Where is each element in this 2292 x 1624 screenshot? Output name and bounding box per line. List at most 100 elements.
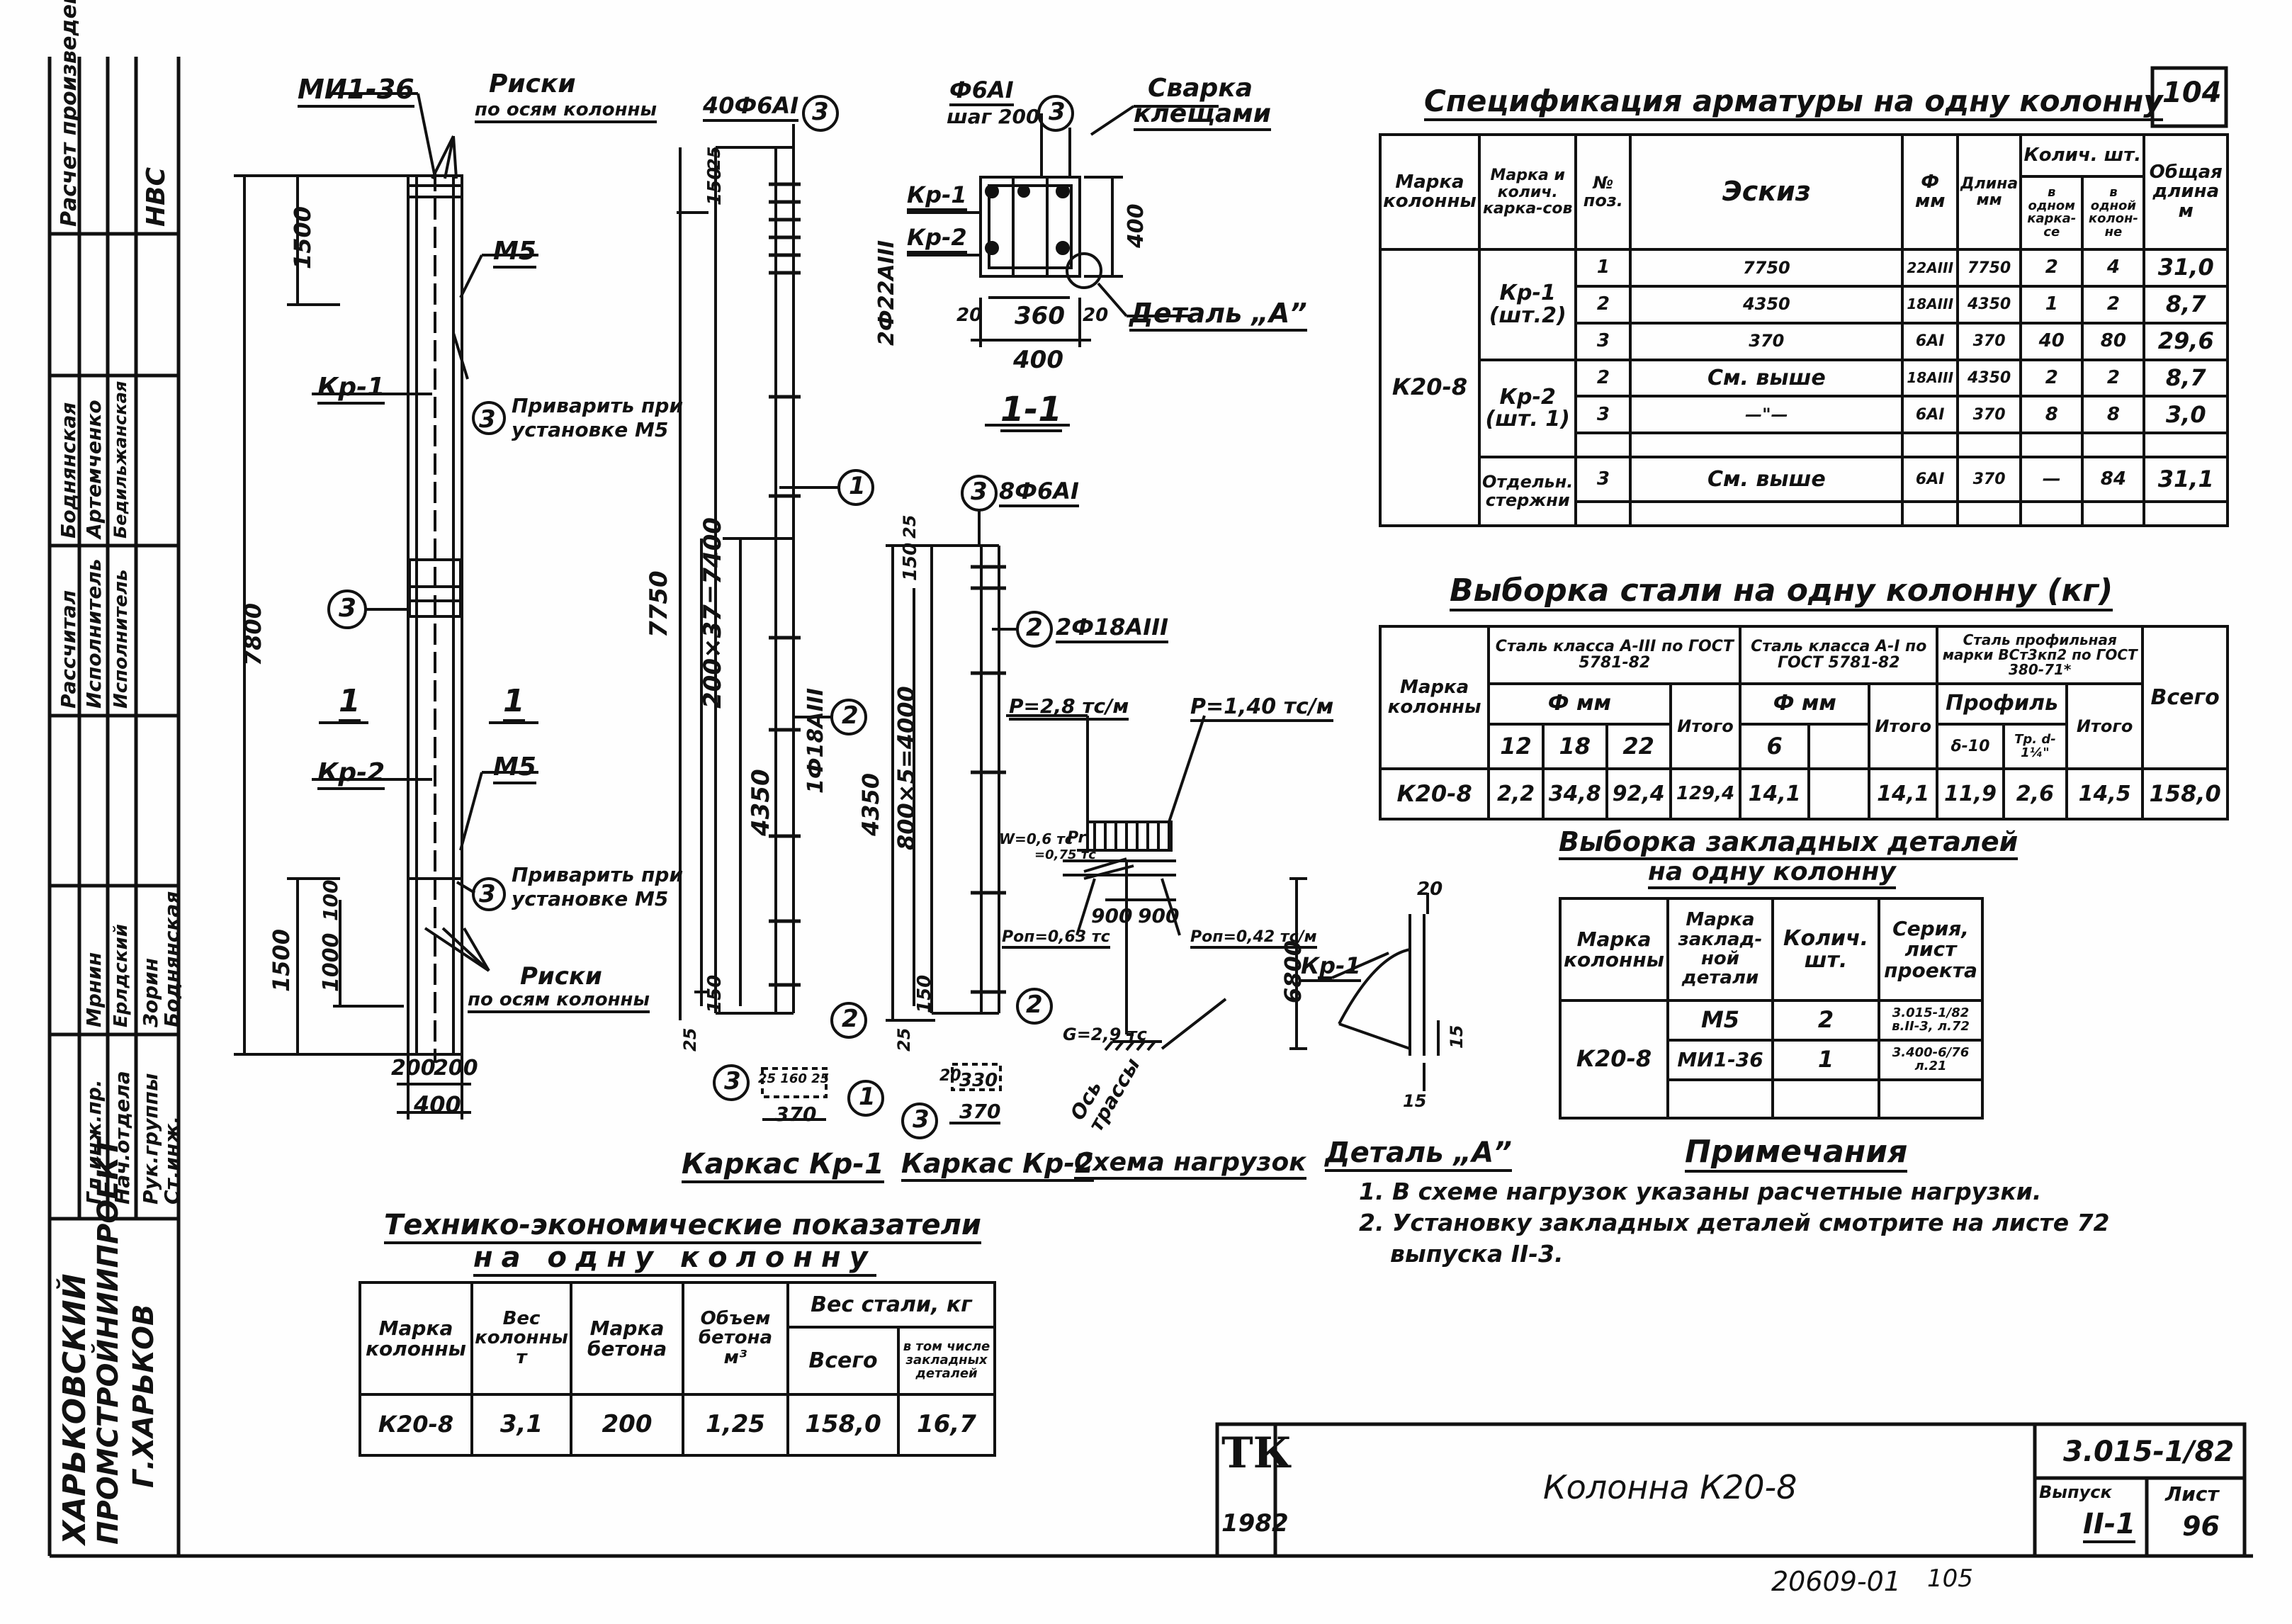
dim-1500-top: 1500 <box>289 205 316 269</box>
spec-r5-qc: 8 <box>2019 395 2084 435</box>
emb-h-qty: Колич. шт. <box>1771 897 1880 1002</box>
steel-row-itogo3: 14,5 <box>2065 767 2145 821</box>
spec-r5-tl: 3,0 <box>2143 395 2229 435</box>
spec-r2-qk: 2 <box>2081 285 2146 325</box>
kr2-sec-370: 370 <box>959 1100 1001 1123</box>
spec-h-pos: № поз. <box>1574 132 1632 252</box>
kr1-top-label: 40Ф6АI <box>703 92 799 122</box>
spec-r2-tl: 8,7 <box>2143 285 2229 325</box>
kr2-dim-25b: 25 <box>894 1027 914 1051</box>
spec-r6-pos: 3 <box>1574 456 1632 504</box>
pos3-mid: 3 <box>339 594 357 623</box>
sec-caption: 1-1 <box>1000 390 1062 432</box>
emb-h-mark: Марка колонны <box>1559 897 1669 1002</box>
steel-h-blank <box>1807 722 1871 771</box>
org-name-1: ХАРЬКОВСКИЙ <box>57 1273 93 1545</box>
name-bodnyanskaya: Боднянская <box>57 402 80 538</box>
tep-h-all: Всего <box>786 1326 900 1397</box>
kr2-sec-330: 330 <box>959 1070 998 1091</box>
note-2: 2. Установку закладных деталей смотрите … <box>1359 1209 2110 1236</box>
column-elevation <box>234 92 538 1120</box>
spec-r3-qk: 80 <box>2081 321 2146 361</box>
spec-r2-pos: 2 <box>1574 285 1632 325</box>
kr2-dim-800x5: 800×5=4000 <box>893 686 920 850</box>
name-bodnyanskaya-2: Боднянская <box>160 891 184 1027</box>
kr1-pos2-b: 2 <box>842 1005 859 1033</box>
spec-r1-qc: 2 <box>2019 248 2084 288</box>
spec-r4-pos: 2 <box>1574 358 1632 398</box>
sec-dim-400v: 400 <box>1124 203 1148 248</box>
spec-r2-dia: 18АIII <box>1901 285 1960 325</box>
riski-top: Риски <box>489 69 576 98</box>
cut-1a: 1 <box>339 683 361 722</box>
m5-top: М5 <box>493 237 536 269</box>
spec-r6-sketch: См. выше <box>1629 456 1904 504</box>
load-w1: W=0,6 тс <box>999 830 1073 847</box>
spec-empty-2 <box>1629 432 1904 459</box>
spec-r3-len: 370 <box>1956 321 2023 361</box>
spec-r1-tl: 31,0 <box>2143 248 2229 288</box>
spec-r3-qc: 40 <box>2019 321 2084 361</box>
kr2-top-label: 8Ф6АI <box>999 478 1079 507</box>
embedded-title-1: Выборка закладных деталей <box>1559 826 2019 860</box>
load-900b: 900 <box>1138 904 1180 927</box>
embedded-table: Марка колонны Марка заклад-ной детали Ко… <box>1559 897 1984 1120</box>
name-zorin: Зорин <box>139 957 162 1027</box>
kr1-pos1: 1 <box>849 472 866 500</box>
spec-empty-9 <box>1629 500 1904 527</box>
spec-r3-pos: 3 <box>1574 321 1632 361</box>
tep-title-1: Технико-экономические показатели <box>384 1209 981 1244</box>
steel-h-itogo1: Итого <box>1669 682 1742 771</box>
spec-r6-len: 370 <box>1956 456 2023 504</box>
kr1-bars-top: 2Ф22АIII <box>874 239 899 346</box>
spec-h-total: Общая длина м <box>2143 132 2229 252</box>
spec-r6-dia: 6АI <box>1901 456 1960 504</box>
kr2-dim-25t: 25 <box>900 514 920 538</box>
steel-h-itogo2: Итого <box>1868 682 1939 771</box>
spec-r4-qk: 2 <box>2081 358 2146 398</box>
kr1-bars-mid: 1Ф18АIII <box>803 687 828 794</box>
riski-bottom: Риски <box>520 962 602 991</box>
cage-kr1 <box>677 95 884 1121</box>
riski-top-desc: по осям колонны <box>475 99 657 123</box>
sec-kr1: Кр-1 <box>907 181 967 211</box>
detail-d15b: 15 <box>1403 1091 1427 1111</box>
dim-7800: 7800 <box>239 602 266 666</box>
role-head-dept: Нач.отдела <box>111 1071 134 1205</box>
emb-r2-detail: МИ1-36 <box>1666 1039 1774 1081</box>
load-p2: P=1,40 тс/м <box>1190 694 1334 722</box>
steel-row-p1: 11,9 <box>1936 767 2005 821</box>
tep-row-concrete: 200 <box>570 1393 684 1457</box>
steel-h-itogo3: Итого <box>2065 682 2145 771</box>
steel-h-profile: Профиль <box>1936 682 2068 726</box>
weld-note-top-2: установке М5 <box>512 418 669 441</box>
spec-cage-kr1: Кр-1 (шт.2) <box>1477 248 1578 361</box>
spec-r4-len: 4350 <box>1956 358 2023 398</box>
kr1-pos3: 3 <box>812 98 829 126</box>
sec-dim-360: 360 <box>1015 302 1065 330</box>
spec-r3-sketch: 370 <box>1629 321 1904 361</box>
sec-dim-400h: 400 <box>1013 346 1063 374</box>
spec-r1-sketch: 7750 <box>1629 248 1904 288</box>
spec-empty-11 <box>1956 500 2023 527</box>
tep-row-mark: К20-8 <box>359 1393 473 1457</box>
spec-r5-pos: 3 <box>1574 395 1632 435</box>
emb-empty-1 <box>1666 1078 1774 1120</box>
spec-r5-len: 370 <box>1956 395 2023 435</box>
load-p1: P=2,8 тс/м <box>1009 694 1129 721</box>
detail-d20: 20 <box>1417 879 1443 900</box>
spec-empty-3 <box>1901 432 1960 459</box>
pos3-bot: 3 <box>479 880 496 908</box>
tep-h-incl: в том числе закладных деталей <box>897 1326 996 1397</box>
spec-r6-qk: 84 <box>2081 456 2146 504</box>
tep-row-weight: 3,1 <box>470 1393 572 1457</box>
nvs-mark: НВС <box>142 167 171 227</box>
emb-r2-series: 3.400-6/76 л.21 <box>1878 1039 1984 1081</box>
steel-h-phimm: Ф мм <box>1487 682 1672 726</box>
emb-h-series: Серия, лист проекта <box>1878 897 1984 1002</box>
sheet-number-top: 104 <box>2162 77 2222 109</box>
logo-tk: ТК <box>1221 1428 1292 1478</box>
tep-h-steel: Вес стали, кг <box>786 1280 996 1329</box>
kr2-dim-4350: 4350 <box>857 772 884 836</box>
row-calculated: Рассчитал <box>57 590 80 709</box>
